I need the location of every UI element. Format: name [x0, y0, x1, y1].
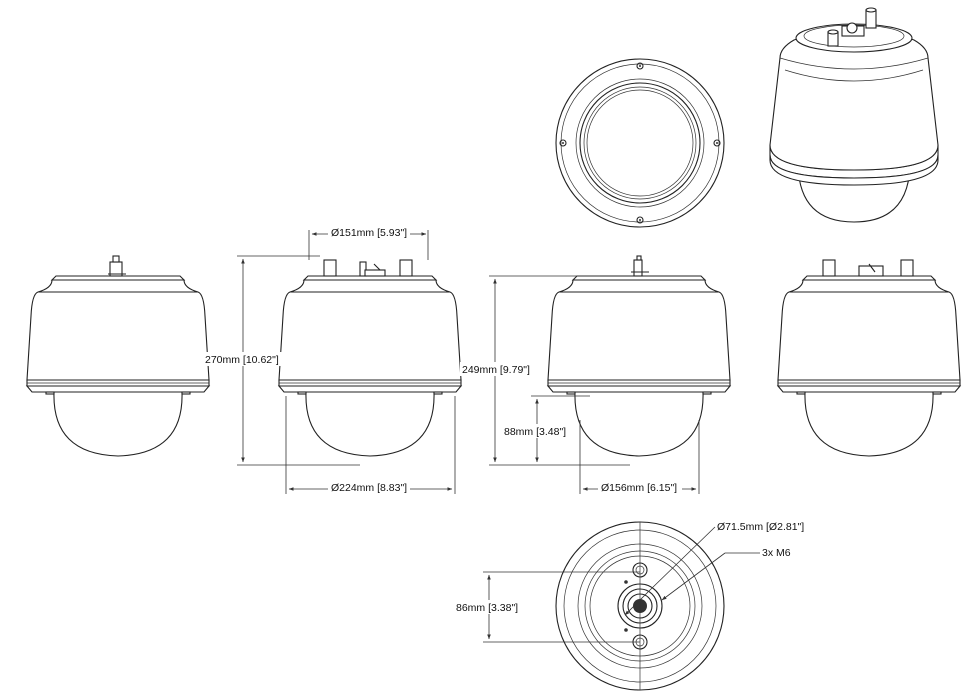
camera-side-view-3	[547, 255, 731, 457]
camera-side-view-2	[278, 259, 462, 457]
label-dome-height: 88mm [3.48"]	[504, 426, 566, 438]
dim-height-no-mount: 249mm [9.79"]	[460, 275, 630, 466]
label-screw-spacing: 86mm [3.38"]	[456, 602, 518, 614]
label-top-width: Ø151mm [5.93"]	[331, 227, 407, 239]
camera-side-view-4	[777, 259, 961, 457]
dim-screws: 3x M6	[661, 547, 791, 601]
label-dome-width: Ø156mm [6.15"]	[601, 482, 677, 494]
dim-body-width: Ø224mm [8.83"]	[285, 396, 456, 494]
label-height-no-mount: 249mm [9.79"]	[462, 364, 530, 376]
camera-side-view-1	[26, 255, 210, 457]
label-body-width: Ø224mm [8.83"]	[331, 482, 407, 494]
label-total-height: 270mm [10.62"]	[205, 354, 279, 366]
dim-mount-diameter: Ø71.5mm [Ø2.81"]	[624, 521, 804, 616]
dim-dome-height: 88mm [3.48"]	[502, 395, 590, 463]
dim-total-height: 270mm [10.62"]	[203, 255, 360, 466]
camera-bottom-view	[555, 58, 725, 228]
label-screws: 3x M6	[762, 547, 791, 559]
dim-dome-width: Ø156mm [6.15"]	[579, 420, 700, 494]
dim-top-width: Ø151mm [5.93"]	[308, 226, 429, 260]
dim-screw-spacing: 86mm [3.38"]	[454, 571, 640, 643]
camera-isometric-view	[769, 7, 939, 223]
label-mount-diameter: Ø71.5mm [Ø2.81"]	[717, 521, 804, 533]
mount-plate-view	[555, 521, 725, 691]
